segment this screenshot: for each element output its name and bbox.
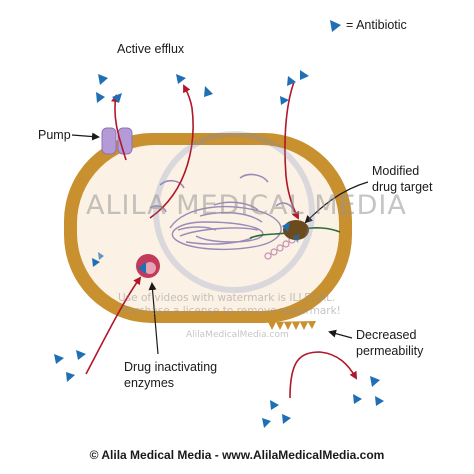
label-pump: Pump [38,128,71,142]
label-permeability-2: permeability [356,344,424,358]
label-permeability-1: Decreased [356,328,417,342]
decreased-permeability-notches [268,321,316,330]
enzyme-beads [264,236,296,260]
watermark-circle [153,131,315,293]
antibiotic-molecules [54,70,384,428]
pointer-permeability [328,329,353,339]
inactivating-enzyme [136,254,160,278]
pump-protein [101,127,133,155]
arrow-bounce [289,351,357,399]
pointer-enzyme [148,282,159,355]
arrow-efflux-wall [149,84,194,219]
pointer-target [304,181,369,224]
label-modified-target-1: Modified [372,164,420,178]
legend-triangle-icon [330,20,341,32]
label-inactivating-1: Drug inactivating [124,360,218,374]
watermark-line2: Purchase a license to remove watermark! [122,305,341,317]
broken-antibiotic [92,252,104,267]
label-inactivating-2: enzymes [124,376,175,390]
watermark-brand: ALILA MEDICAL MEDIA [86,190,407,221]
watermark-line1: Use of videos with watermark is ILLEGAL. [118,292,336,304]
modified-drug-target [282,220,309,243]
footer-copyright: © Alila Medical Media - www.AlilaMedical… [89,448,385,462]
watermark-site: AlilaMedicalMedia.com [186,330,289,340]
arrow-to-target [284,81,299,220]
pointer-pump [71,132,100,141]
label-modified-target-2: drug target [372,180,433,194]
arrow-to-enzyme [85,276,142,375]
arrow-efflux-pump [111,94,127,161]
legend-label: = Antibiotic [346,18,407,32]
label-active-efflux: Active efflux [117,42,185,56]
